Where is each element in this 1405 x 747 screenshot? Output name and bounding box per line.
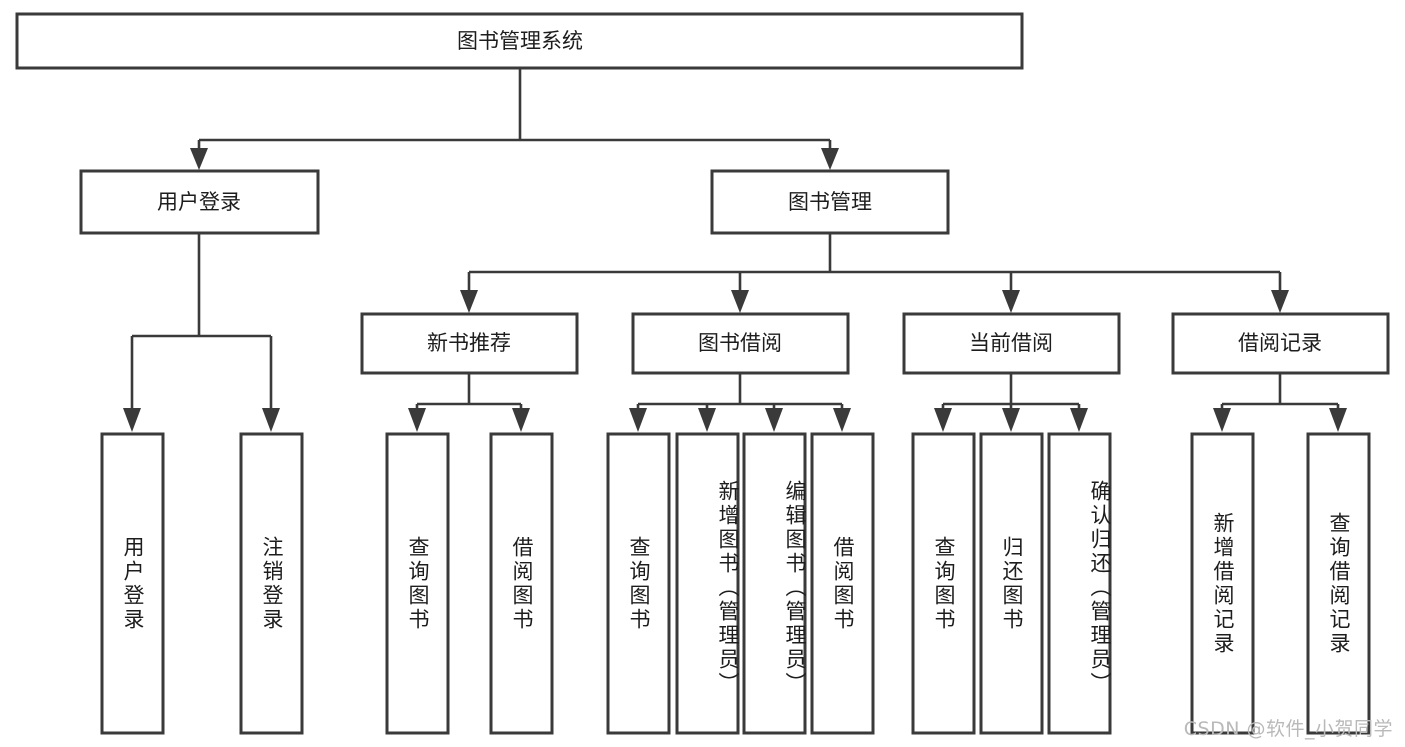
label-book-borrow: 图书借阅: [698, 331, 782, 355]
arrow-head-newbook-leaf-1: [408, 408, 426, 432]
node-box-leaf-bookborrow-3[interactable]: [810, 432, 875, 735]
label-current-borrow: 当前借阅: [969, 331, 1053, 355]
node-box-leaf-bookborrow-1[interactable]: [675, 432, 740, 735]
node-box-leaf-bookborrow-0[interactable]: [606, 432, 671, 735]
arrow-head-login-leaf-1: [123, 408, 141, 432]
node-box-group: [15, 12, 1390, 735]
arrow-head-to-user-login: [190, 148, 208, 170]
arrow-head-login-leaf-2: [262, 408, 280, 432]
arrow-head-borrowrecord-leaf-2: [1329, 408, 1347, 432]
node-box-leaf-currentborrow-1[interactable]: [979, 432, 1044, 735]
label-book-manage: 图书管理: [788, 190, 872, 214]
arrow-head-currentborrow-leaf-1: [934, 408, 952, 432]
node-box-book-manage[interactable]: [710, 169, 950, 235]
node-box-leaf-user-login-1[interactable]: [239, 432, 304, 735]
node-box-borrow-record[interactable]: [1171, 312, 1390, 375]
arrow-head-to-new-book: [460, 290, 478, 313]
node-box-leaf-currentborrow-0[interactable]: [911, 432, 976, 735]
node-box-leaf-newbook-1[interactable]: [489, 432, 554, 735]
arrow-head-newbook-leaf-2: [512, 408, 530, 432]
node-box-root[interactable]: [15, 12, 1024, 70]
arrow-head-bookborrow-leaf-4: [833, 408, 851, 432]
node-box-leaf-borrowrecord-1[interactable]: [1306, 432, 1371, 735]
node-box-leaf-newbook-0[interactable]: [385, 432, 450, 735]
arrow-head-to-book-manage: [821, 148, 839, 170]
arrow-head-bookborrow-leaf-2: [698, 408, 716, 432]
arrow-head-to-book-borrow: [731, 290, 749, 313]
label-root: 图书管理系统: [457, 29, 583, 53]
node-box-leaf-bookborrow-2[interactable]: [742, 432, 807, 735]
node-box-current-borrow[interactable]: [902, 312, 1121, 375]
connector-group: [123, 68, 1347, 432]
node-box-user-login[interactable]: [79, 169, 320, 235]
label-new-book-recommend: 新书推荐: [427, 331, 511, 355]
arrow-head-currentborrow-leaf-2: [1002, 408, 1020, 432]
csdn-watermark: CSDN @软件_小贺同学: [1183, 718, 1393, 740]
node-box-book-borrow[interactable]: [631, 312, 850, 375]
node-box-new-book-recommend[interactable]: [360, 312, 579, 375]
node-label-group: 图书管理系统 用户登录 图书管理 新书推荐 图书借阅 当前借阅 借阅记录: [157, 29, 1322, 355]
arrow-head-to-borrow-record: [1271, 290, 1289, 313]
node-box-leaf-borrowrecord-0[interactable]: [1190, 432, 1255, 735]
arrow-head-borrowrecord-leaf-1: [1213, 408, 1231, 432]
label-user-login: 用户登录: [157, 190, 241, 214]
node-box-leaf-user-login-0[interactable]: [100, 432, 165, 735]
label-borrow-record: 借阅记录: [1238, 331, 1322, 355]
arrow-head-bookborrow-leaf-3: [765, 408, 783, 432]
arrow-head-bookborrow-leaf-1: [629, 408, 647, 432]
arrow-head-currentborrow-leaf-3: [1070, 408, 1088, 432]
node-box-leaf-currentborrow-2[interactable]: [1047, 432, 1112, 735]
arrow-head-to-current-borrow: [1002, 290, 1020, 313]
